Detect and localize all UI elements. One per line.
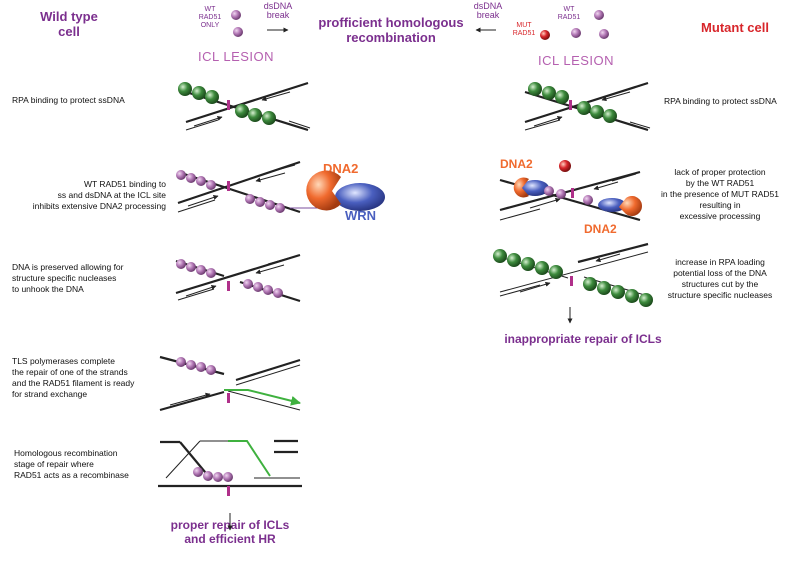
right-step3-text: increase in RPA loading potential loss o… bbox=[667, 257, 773, 300]
hr-green-strand bbox=[228, 440, 271, 477]
dsdna-break-right: dsDNA break bbox=[473, 1, 503, 20]
mut-rad51-label: MUT RAD51 bbox=[512, 22, 536, 37]
left-step4-rad51 bbox=[176, 357, 216, 375]
rad51-ball bbox=[556, 189, 566, 199]
right-step1-rpa bbox=[528, 82, 617, 123]
dna2-label-right-a: DNA2 bbox=[500, 157, 533, 171]
icl-mark bbox=[227, 486, 230, 496]
wrn-shape-right-a bbox=[521, 180, 549, 196]
icl-mark bbox=[227, 181, 230, 191]
right-step3-rpa bbox=[493, 249, 653, 307]
wrn-shape-right-b bbox=[598, 198, 626, 212]
center-title: profficient homologous recombination bbox=[318, 15, 464, 45]
mut-rad51-ball bbox=[559, 160, 571, 172]
wild-type-title: Wild type cell bbox=[40, 9, 98, 39]
left-step4-text: TLS polymerases complete the repair of o… bbox=[12, 356, 135, 399]
icl-mark bbox=[227, 100, 230, 110]
dna2-shape-right-a bbox=[513, 177, 529, 198]
left-step5-text: Homologous recombination stage of repair… bbox=[14, 448, 129, 480]
icl-lesion-left: ICL LESION bbox=[198, 49, 275, 64]
dsdna-break-left: dsDNA break bbox=[263, 1, 293, 20]
rad51-ball bbox=[583, 195, 593, 205]
icl-mark bbox=[227, 281, 230, 291]
wrn-shape bbox=[335, 183, 385, 211]
left-result: proper repair of ICLs and efficient HR bbox=[170, 518, 290, 546]
right-step2-text: lack of proper protection by the WT RAD5… bbox=[661, 167, 779, 221]
left-step2-rad51 bbox=[176, 170, 285, 213]
left-step5-dna bbox=[158, 439, 302, 488]
left-step3-text: DNA is preserved allowing for structure … bbox=[12, 262, 124, 294]
tls-green-strand bbox=[224, 389, 301, 406]
left-step1-rpa bbox=[178, 82, 276, 125]
dna2-label-right-b: DNA2 bbox=[584, 222, 617, 236]
left-step3-rad51 bbox=[176, 259, 283, 298]
icl-lesion-right: ICL LESION bbox=[538, 53, 615, 68]
wrn-label: WRN bbox=[345, 208, 377, 223]
dna2-shape-right-b bbox=[619, 196, 643, 217]
wt-rad51-right-label: WT RAD51 bbox=[557, 6, 581, 21]
left-step5-rad51 bbox=[193, 467, 233, 482]
right-step3-dna bbox=[499, 242, 649, 297]
wt-only-label: WT RAD51 ONLY bbox=[198, 6, 222, 29]
dna2-shape-left bbox=[306, 170, 341, 211]
icl-mark bbox=[571, 188, 574, 198]
right-step1-text: RPA binding to protect ssDNA bbox=[664, 96, 777, 106]
icl-mark bbox=[569, 100, 572, 110]
left-step1-text: RPA binding to protect ssDNA bbox=[12, 95, 125, 105]
icl-mark bbox=[570, 276, 573, 286]
left-step2-text: WT RAD51 binding to ss and dsDNA at the … bbox=[32, 179, 166, 211]
right-result: inappropriate repair of ICLs bbox=[504, 332, 662, 346]
rad51-ball bbox=[544, 186, 554, 196]
icl-mark bbox=[227, 393, 230, 403]
mutant-title: Mutant cell bbox=[701, 20, 769, 35]
header-rad51-balls bbox=[231, 10, 609, 40]
